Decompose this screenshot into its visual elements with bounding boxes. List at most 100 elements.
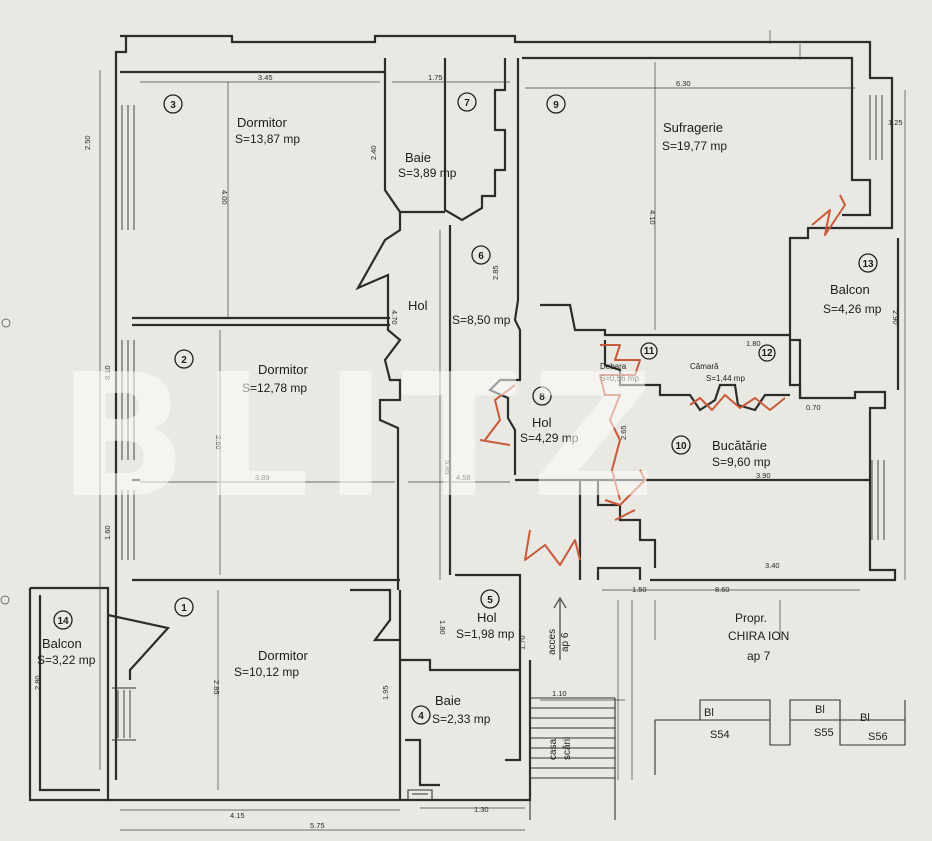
annotations: Propr. CHIRA ION ap 7 acces ap 6 casa sc… <box>547 596 888 760</box>
dim-label: 4.00 <box>220 190 229 205</box>
dimension-labels: 3.45 1.75 6.30 4.00 3.60 2.85 5.75 4.15 … <box>33 73 903 830</box>
svg-text:12: 12 <box>761 348 773 359</box>
room-marker-2: 2 <box>174 349 194 369</box>
dim-label: 5.75 <box>310 821 325 830</box>
room-labels: Dormitor S=13,87 mp Baie S=3,89 mp Sufra… <box>37 115 882 726</box>
dim-label: 4.10 <box>648 210 657 225</box>
svg-text:4: 4 <box>418 711 424 722</box>
room-name: Bucătărie <box>712 438 767 453</box>
room-area: S=4,26 mp <box>823 302 882 316</box>
room-marker-4: 4 <box>411 705 431 725</box>
room-name: Balcon <box>830 282 870 297</box>
room-marker-1: 1 <box>174 597 194 617</box>
room-name: Sufragerie <box>663 120 723 135</box>
room-area: S=1,44 mp <box>706 374 745 383</box>
block-label-top: Bl <box>860 712 870 724</box>
block-label-top: Bl <box>704 707 714 719</box>
room-area: S=19,77 mp <box>662 139 727 153</box>
dim-label: 1.30 <box>474 805 489 814</box>
svg-text:7: 7 <box>464 98 470 109</box>
room-area: S=3,89 mp <box>398 166 457 180</box>
room-name: Dormitor <box>258 362 309 377</box>
dim-label: 4.70 <box>390 310 399 325</box>
room-marker-10: 10 <box>671 435 691 455</box>
svg-text:5: 5 <box>487 595 493 606</box>
dim-label: 4.15 <box>230 811 245 820</box>
dim-label: 1.75 <box>428 73 443 82</box>
room-marker-9: 9 <box>546 94 566 114</box>
dim-label: 4.58 <box>456 473 471 482</box>
dim-label: 8.60 <box>715 585 730 594</box>
room-area: S=4,29 mp <box>520 431 579 445</box>
room-name: Baie <box>405 150 431 165</box>
room-area: S=13,87 mp <box>235 132 300 146</box>
dim-label: 3.40 <box>765 561 780 570</box>
room-name: Hol <box>532 415 552 430</box>
block-label-bottom: S56 <box>868 731 888 743</box>
neighbour-blocks <box>654 699 906 775</box>
neighbour-label-2: CHIRA ION <box>728 629 789 643</box>
dim-label: 3.60 <box>214 435 223 450</box>
room-area: S=10,12 mp <box>234 665 299 679</box>
room-name: Dormitor <box>237 115 288 130</box>
dim-label: 1.70 <box>518 635 527 650</box>
dim-label: 2.65 <box>619 425 628 440</box>
room-marker-3: 3 <box>163 94 183 114</box>
room-area: S=2,33 mp <box>432 712 491 726</box>
room-markers: 3 7 9 6 13 2 11 12 8 10 14 1 5 4 <box>53 92 878 725</box>
exterior-walls <box>28 34 900 802</box>
dim-label: 2.90 <box>891 310 900 325</box>
access-label-1: acces <box>547 629 558 655</box>
access-label-2: ap 6 <box>560 632 571 652</box>
block-label-bottom: S54 <box>710 729 730 741</box>
dim-label: 1.80 <box>746 339 761 348</box>
room-area: S=8,50 mp <box>452 313 511 327</box>
watermark: BLITZ <box>58 338 668 536</box>
dimension-lines <box>99 30 906 831</box>
room-marker-6: 6 <box>471 245 491 265</box>
neighbour-label-3: ap 7 <box>747 649 771 663</box>
dim-label: 8.10 <box>103 365 112 380</box>
room-marker-8: 8 <box>532 386 552 406</box>
dim-label: 5.45 <box>443 460 452 475</box>
binder-holes <box>0 318 11 605</box>
block-label-bottom: S55 <box>814 727 834 739</box>
room-name: Hol <box>477 610 497 625</box>
room-area: S=1,98 mp <box>456 627 515 641</box>
svg-text:14: 14 <box>57 616 69 627</box>
room-name: Baie <box>435 693 461 708</box>
stair-label-1: casa <box>548 738 559 760</box>
room-area: S=9,60 mp <box>712 455 771 469</box>
dim-label: 1.60 <box>103 525 112 540</box>
dim-label: 0.70 <box>806 403 821 412</box>
dim-label: 3.89 <box>255 473 270 482</box>
room-area: S=12,78 mp <box>242 381 307 395</box>
room-area: S=0,56 mp <box>600 374 639 383</box>
svg-text:6: 6 <box>478 251 484 262</box>
svg-text:9: 9 <box>553 100 559 111</box>
stair-label-2: scării <box>562 737 573 760</box>
windows <box>112 95 885 741</box>
dim-label: 1.50 <box>632 585 647 594</box>
dim-label: 1.10 <box>552 689 567 698</box>
neighbour-label-1: Propr. <box>735 611 767 625</box>
room-name: Hol <box>408 298 428 313</box>
dim-label: 2.85 <box>212 680 221 695</box>
dim-label: 2.85 <box>491 265 500 280</box>
room-marker-14: 14 <box>53 610 73 630</box>
room-name: Cămară <box>690 362 719 371</box>
dim-label: 1.25 <box>888 118 903 127</box>
dim-label: 2.50 <box>83 135 92 150</box>
dim-label: 2.80 <box>33 675 42 690</box>
block-label-top: Bl <box>815 704 825 716</box>
svg-text:1: 1 <box>181 603 187 614</box>
dim-label: 3.45 <box>258 73 273 82</box>
room-marker-12: 12 <box>758 344 776 362</box>
room-marker-5: 5 <box>480 589 500 609</box>
room-name: Debara <box>600 362 627 371</box>
room-name: Dormitor <box>258 648 309 663</box>
dim-label: 6.30 <box>676 79 691 88</box>
interior-walls <box>107 56 872 800</box>
